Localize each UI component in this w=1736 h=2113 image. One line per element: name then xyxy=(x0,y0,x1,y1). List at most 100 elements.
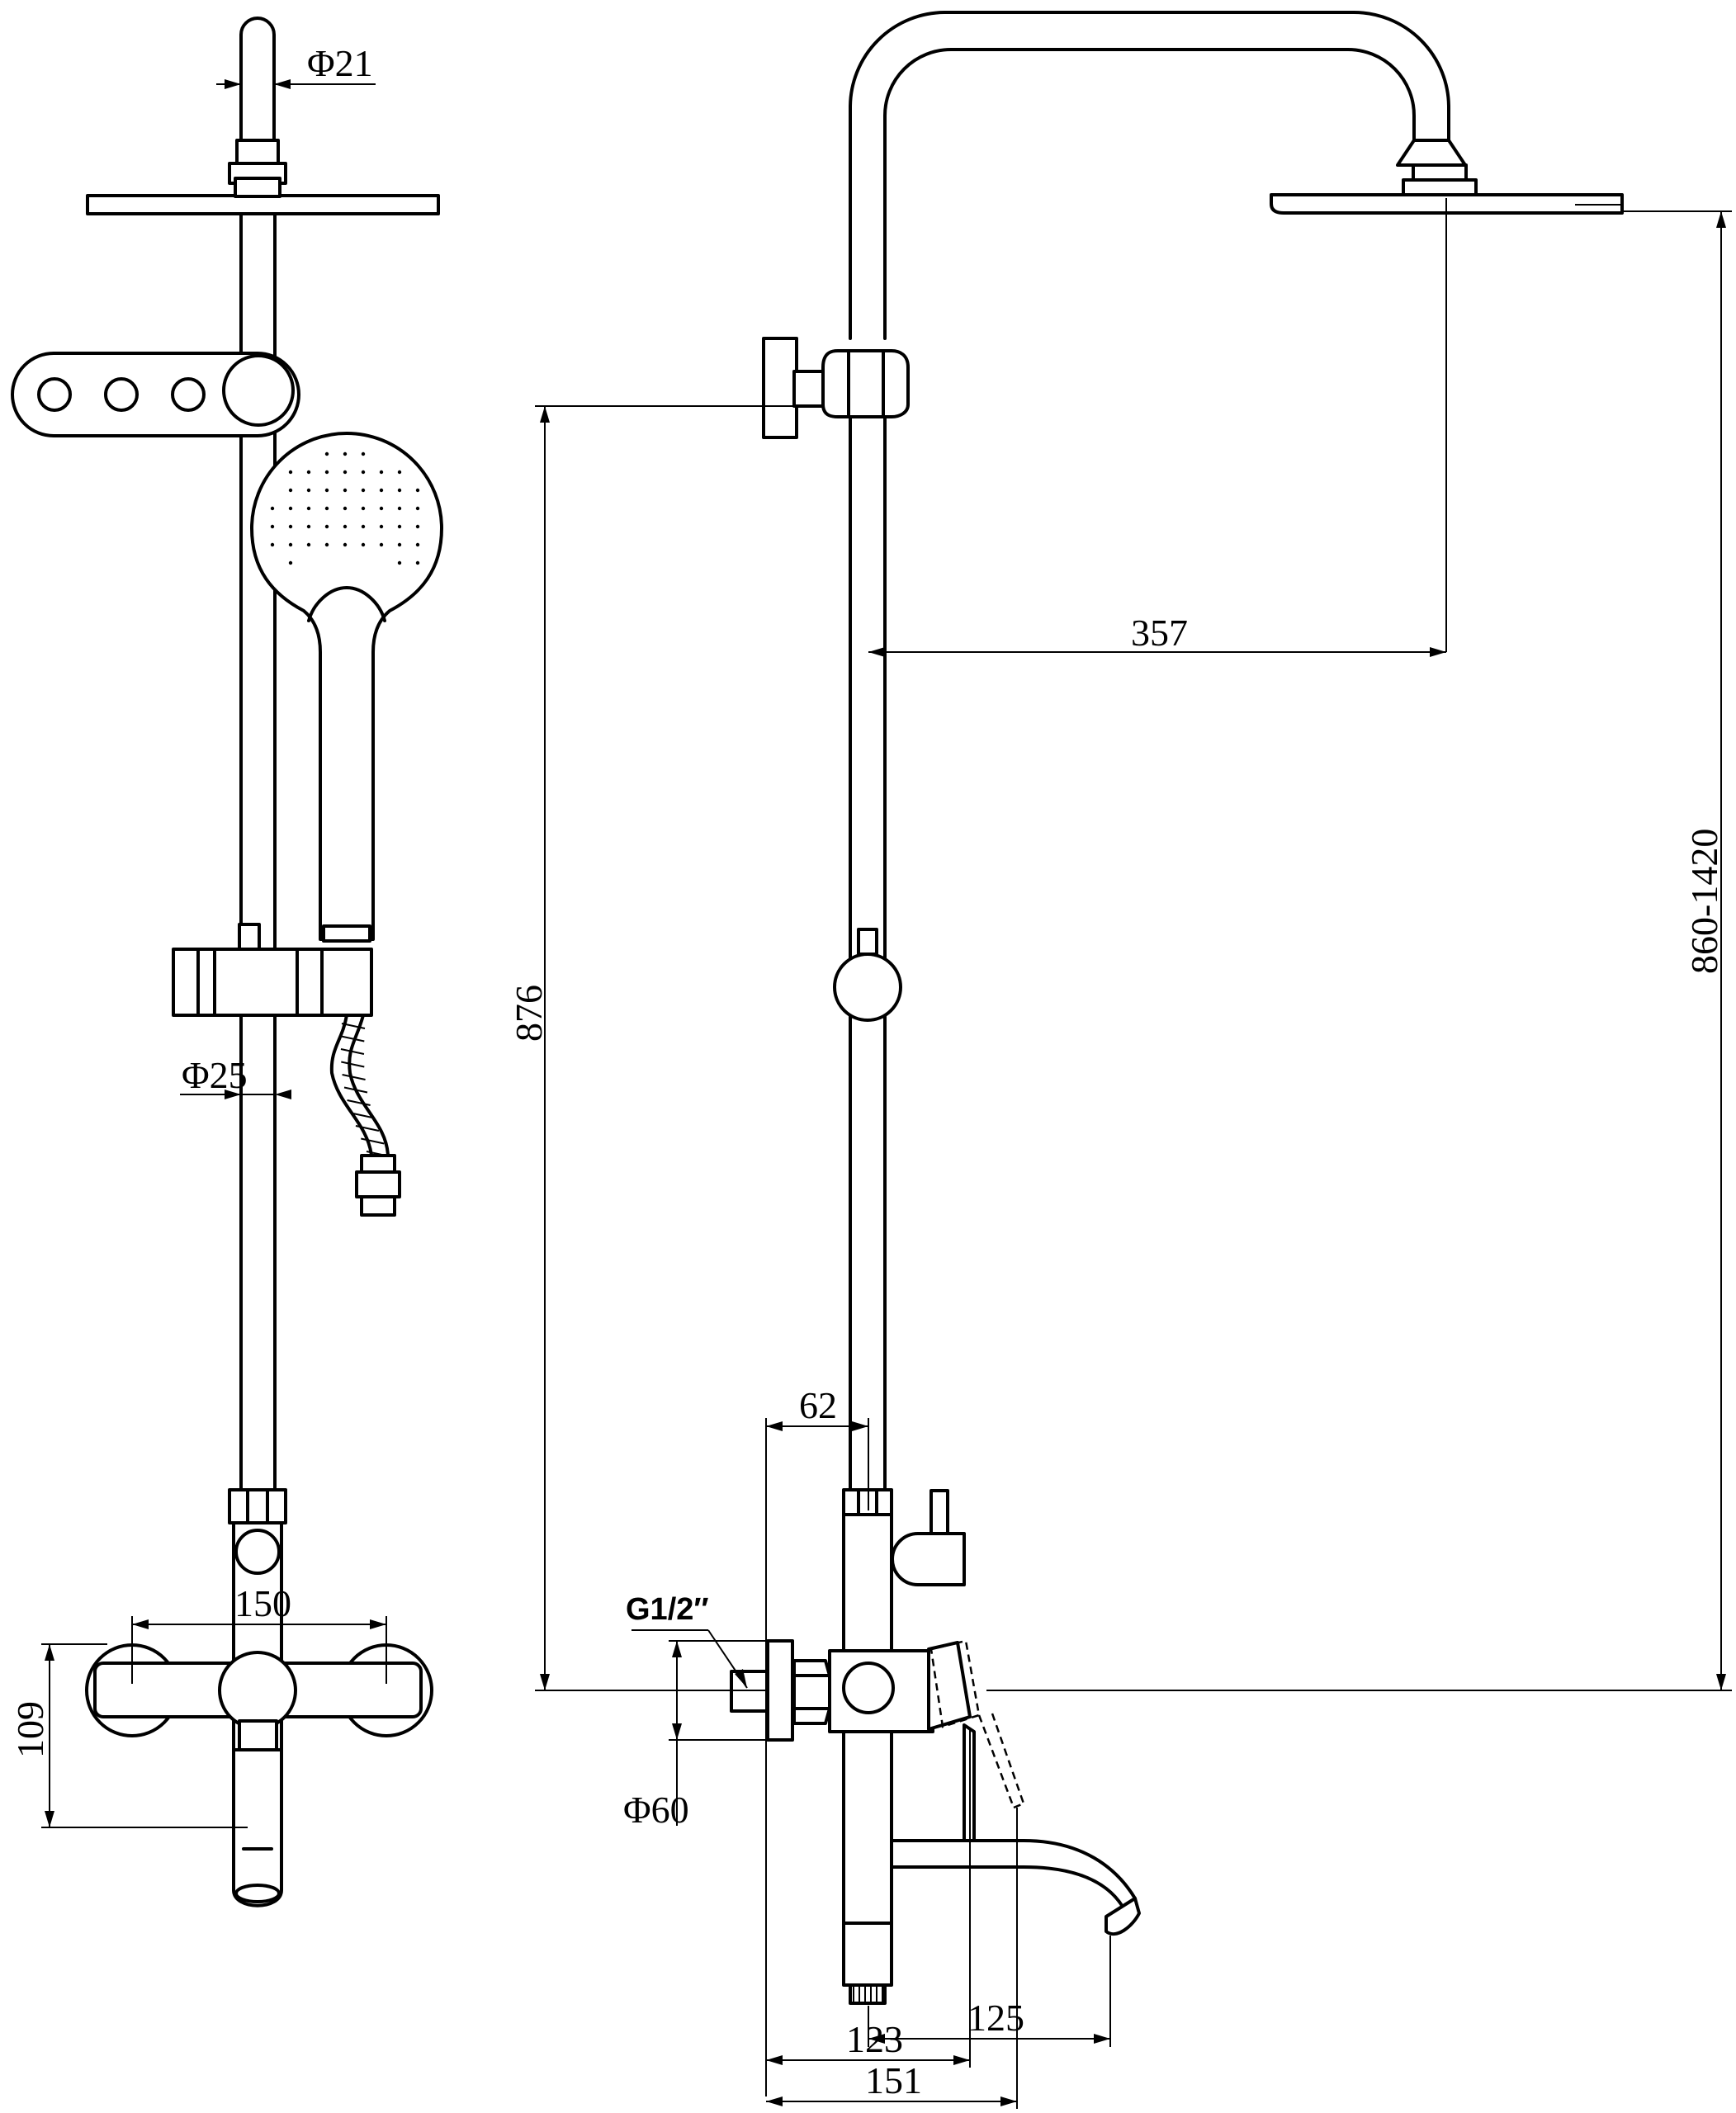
hose-ring xyxy=(355,1125,380,1132)
label-spout-projection: 125 xyxy=(967,1997,1024,2039)
nozzle-dot xyxy=(379,488,384,493)
nozzle-dot xyxy=(361,451,366,456)
nozzle-dot xyxy=(343,470,348,475)
nozzle-dot xyxy=(397,560,402,565)
nozzle-dot xyxy=(324,488,329,493)
front-head-shower-plate xyxy=(86,194,440,215)
nozzle-dot xyxy=(324,451,329,456)
label-valve-height: 109 xyxy=(9,1701,51,1758)
nozzle-dot xyxy=(306,506,311,511)
hose-ring xyxy=(342,1074,366,1080)
front-hand-shower xyxy=(250,432,443,943)
nozzle-dot xyxy=(397,506,402,511)
nozzle-dot xyxy=(415,506,420,511)
side-view: 357 860-1420 876 62 xyxy=(508,11,1732,2109)
hose-ring xyxy=(341,1035,365,1042)
nozzle-dot xyxy=(306,542,311,547)
dim-spout-projection: 125 xyxy=(868,1936,1111,2047)
nozzle-dot xyxy=(288,470,293,475)
nozzle-dot xyxy=(397,470,402,475)
hose-ring xyxy=(341,1061,365,1068)
front-shower-arm xyxy=(228,17,287,185)
nozzle-dot xyxy=(343,524,348,529)
dim-valve-height: 109 xyxy=(9,1643,248,1828)
nozzle-dot xyxy=(397,542,402,547)
label-arm-diameter: Φ21 xyxy=(307,42,373,84)
nozzle-dot xyxy=(270,524,275,529)
front-flexible-hose xyxy=(329,1014,401,1217)
side-wall-bracket xyxy=(762,337,910,439)
nozzle-dot xyxy=(306,524,311,529)
front-view: Φ21 Φ25 150 109 xyxy=(9,17,443,1907)
nozzle-dot xyxy=(397,488,402,493)
dim-holder-height: 876 xyxy=(508,405,794,1691)
nozzle-dot xyxy=(415,542,420,547)
nozzle-dot xyxy=(415,560,420,565)
side-slide-knob xyxy=(833,928,902,1022)
nozzle-dot xyxy=(397,524,402,529)
label-flange-diameter: Φ60 xyxy=(623,1789,689,1831)
nozzle-dot xyxy=(288,506,293,511)
dim-flange-diameter: Φ60 xyxy=(623,1640,772,1831)
nozzle-dot xyxy=(379,524,384,529)
nozzle-dot xyxy=(361,524,366,529)
hose-ring xyxy=(340,1048,365,1055)
nozzle-dot xyxy=(288,542,293,547)
nozzle-dot xyxy=(288,488,293,493)
nozzle-dot xyxy=(343,451,348,456)
nozzle-dot xyxy=(288,560,293,565)
label-inlet-thread: G1/2″ xyxy=(626,1592,709,1627)
dim-arm-diameter: Φ21 xyxy=(216,42,376,89)
label-valve-centers: 150 xyxy=(234,1582,291,1624)
nozzle-dot xyxy=(343,506,348,511)
nozzle-dot xyxy=(361,488,366,493)
dim-wall-offset: 62 xyxy=(765,1384,869,2096)
hose-ring xyxy=(361,1137,385,1145)
hand-shower-nozzles xyxy=(270,451,420,565)
nozzle-dot xyxy=(306,488,311,493)
label-overall-depth: 151 xyxy=(865,2059,922,2101)
hose-ring xyxy=(343,1086,368,1094)
front-slide-holder xyxy=(172,923,373,1017)
nozzle-dot xyxy=(415,488,420,493)
front-mixer xyxy=(85,1488,433,1907)
nozzle-dot xyxy=(361,542,366,547)
nozzle-dot xyxy=(379,470,384,475)
side-shower-arm xyxy=(849,11,1478,340)
nozzle-dot xyxy=(361,506,366,511)
nozzle-dot xyxy=(324,542,329,547)
dim-handle-projection: 123 xyxy=(766,1729,971,2068)
side-riser-rail xyxy=(849,415,887,1491)
dim-overall-depth: 151 xyxy=(766,1808,1018,2109)
label-rail-diameter: Φ25 xyxy=(182,1054,248,1096)
dim-rail-diameter: Φ25 xyxy=(180,1054,291,1099)
dim-valve-centers: 150 xyxy=(131,1582,387,1684)
nozzle-dot xyxy=(343,542,348,547)
nozzle-dot xyxy=(361,470,366,475)
nozzle-dot xyxy=(379,506,384,511)
dim-head-height: 860-1420 xyxy=(986,210,1732,1691)
label-holder-height: 876 xyxy=(508,985,550,1042)
label-wall-offset: 62 xyxy=(799,1384,837,1426)
nozzle-dot xyxy=(415,524,420,529)
hose-ring xyxy=(347,1099,371,1106)
side-mixer xyxy=(730,1488,1141,2005)
label-head-height: 860-1420 xyxy=(1683,829,1725,974)
nozzle-dot xyxy=(306,470,311,475)
nozzle-dot xyxy=(270,506,275,511)
bottom-thread xyxy=(853,1987,883,2002)
hose-ring xyxy=(341,1023,366,1029)
nozzle-dot xyxy=(324,506,329,511)
nozzle-dot xyxy=(324,470,329,475)
label-head-reach: 357 xyxy=(1131,612,1188,654)
nozzle-dot xyxy=(324,524,329,529)
label-inlet-thread-group: G1/2″ xyxy=(626,1592,748,1689)
label-handle-projection: 123 xyxy=(846,2018,903,2060)
nozzle-dot xyxy=(288,524,293,529)
dim-head-reach: 357 xyxy=(868,198,1447,657)
nozzle-dot xyxy=(343,488,348,493)
front-diverter-panel xyxy=(11,352,300,437)
nozzle-dot xyxy=(270,542,275,547)
front-head-connector xyxy=(234,177,281,198)
